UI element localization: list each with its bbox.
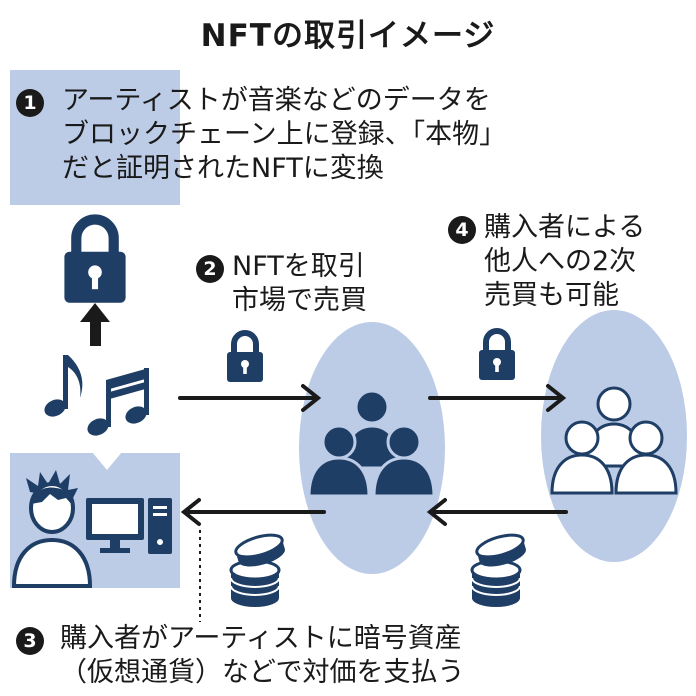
artist-icon	[11, 470, 93, 588]
step-4-text: 購入者による 他人への2次 売買も可能	[484, 212, 646, 311]
buyers-group-icon	[307, 389, 436, 498]
coins-icon	[229, 529, 289, 609]
lock-icon	[479, 331, 515, 380]
coins-icon	[470, 529, 530, 609]
lock-icon	[227, 333, 263, 382]
step-3-badge: 3	[16, 627, 44, 655]
step-1-badge: 1	[16, 89, 44, 117]
arrow-to-resale	[428, 384, 567, 412]
payment-arrow-to-artist	[180, 498, 326, 526]
step-1-text: アーティストが音楽などのデータを ブロックチェーン上に登録、「本物」 だと証明さ…	[62, 85, 507, 184]
step-4-badge: 4	[448, 216, 476, 244]
step-2-badge: 2	[196, 255, 224, 283]
music-notes-icon	[44, 355, 149, 436]
computer-icon	[86, 498, 172, 554]
step-3-text: 購入者がアーティストに暗号資産 （仮想通貨）などで対価を支払う	[60, 623, 465, 688]
up-arrow-icon	[80, 303, 110, 346]
page-title: NFTの取引イメージ	[200, 18, 496, 54]
step-2-text: NFTを取引 市場で売買	[232, 251, 367, 316]
resellers-group-icon	[550, 386, 678, 495]
arrow-to-market	[178, 384, 322, 412]
payment-arrow-to-market	[426, 498, 568, 526]
